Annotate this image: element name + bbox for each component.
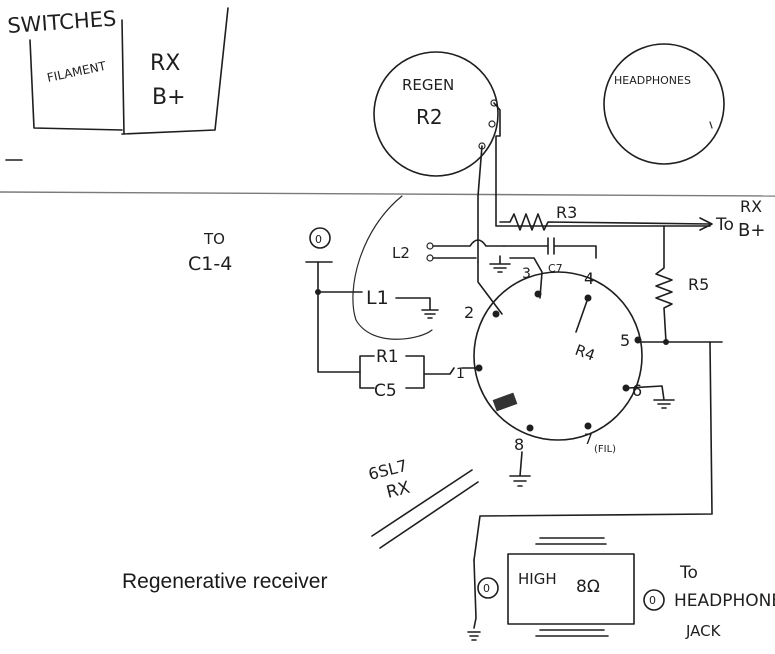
pin3-dot (534, 290, 542, 298)
pin2-dot (492, 310, 500, 318)
to-c1-4-bottom: C1-4 (188, 253, 232, 275)
pin8-dot (526, 424, 534, 432)
to-rx-b-plus-b: B+ (738, 220, 765, 241)
headphones-jack: HEADPHONES (603, 43, 725, 165)
tube-label-bottom: RX (384, 478, 412, 503)
pin2-label: 2 (464, 303, 474, 322)
pin3-label: 3 (522, 266, 531, 282)
c7-capacitor: C7 (503, 237, 597, 275)
to-headphone-headphone: HEADPHONE (674, 591, 775, 611)
to-c1-4-terminal: TO C1-4 0 (188, 227, 361, 373)
paper-fold-line (0, 191, 775, 197)
tube-key (492, 392, 518, 412)
tube-socket: 6SL7 RX 1 2 3 4 5 6 7 (FIL) 8 R4 (366, 266, 643, 549)
c5-label: C5 (374, 381, 397, 401)
to-headphone-jack: JACK (685, 622, 722, 640)
pin1-label: 1 (456, 366, 465, 382)
to-c1-4-terminal-num: 0 (315, 233, 322, 246)
r1-label: R1 (376, 347, 399, 367)
pin7-label: 7 (584, 432, 593, 448)
pin8-label: 8 (514, 435, 524, 454)
r1-c5-grid-leak: R1 C5 (359, 347, 477, 401)
pin6-dot (622, 384, 630, 392)
figure-caption: Regenerative receiver (122, 570, 328, 593)
to-c1-4-top: TO (203, 230, 225, 248)
to-rx-b-plus-to: To (715, 215, 734, 235)
pin1-dot (475, 364, 483, 372)
ground-pin6 (627, 385, 675, 409)
r4-label: R4 (573, 341, 598, 365)
pin7-note: (FIL) (594, 444, 616, 455)
pin2-wire (477, 261, 503, 315)
r3-label: R3 (556, 203, 577, 222)
regen-potentiometer: REGEN R2 (373, 51, 499, 177)
pot-lead-wire (477, 145, 483, 263)
l2-label: L2 (392, 244, 410, 262)
transformer-low: 8Ω (576, 577, 600, 597)
transformer-high: HIGH (518, 570, 557, 588)
pin5-dot (634, 336, 642, 344)
to-headphone-to: To (679, 563, 698, 583)
output-transformer: HIGH 8Ω 0 0 (467, 537, 665, 641)
r2-label: R2 (416, 105, 443, 129)
pin7-dot (584, 422, 592, 430)
regen-label: REGEN (402, 76, 454, 94)
r5-resistor: R5 (655, 225, 709, 343)
rx-b-plus-switch-bottom: B+ (152, 85, 186, 110)
pin5-label: 5 (620, 331, 630, 350)
switches-label: SWITCHES (7, 6, 117, 38)
tube-stroke-mark (371, 469, 479, 549)
pin4-label: 4 (584, 269, 594, 288)
to-rx-b-plus-rx: RX (740, 197, 762, 216)
r4-jumper (575, 297, 589, 333)
r5-label: R5 (688, 275, 709, 294)
l1-label: L1 (366, 287, 389, 309)
rx-b-plus-output: To RX B+ (699, 197, 765, 241)
switches-box: SWITCHES FILAMENT RX B+ (5, 6, 229, 161)
pin6-label: 6 (632, 381, 642, 400)
ground-pin8 (509, 451, 531, 487)
terminal-left-num: 0 (483, 582, 490, 595)
junction-grid (315, 289, 321, 295)
l2-coil: L2 (392, 239, 505, 262)
plate-to-transformer-wire (473, 341, 713, 561)
r3-resistor: R3 (499, 203, 711, 231)
l1-coil: L1 (317, 195, 439, 340)
pot-wiper-wire (493, 102, 711, 227)
headphones-label: HEADPHONES (614, 74, 691, 87)
filament-label: FILAMENT (46, 59, 108, 85)
to-headphone-jack-label: To HEADPHONE JACK (674, 563, 775, 640)
rx-b-plus-switch-top: RX (150, 51, 180, 76)
terminal-right-num: 0 (649, 594, 656, 607)
ground-pin3 (489, 255, 543, 299)
